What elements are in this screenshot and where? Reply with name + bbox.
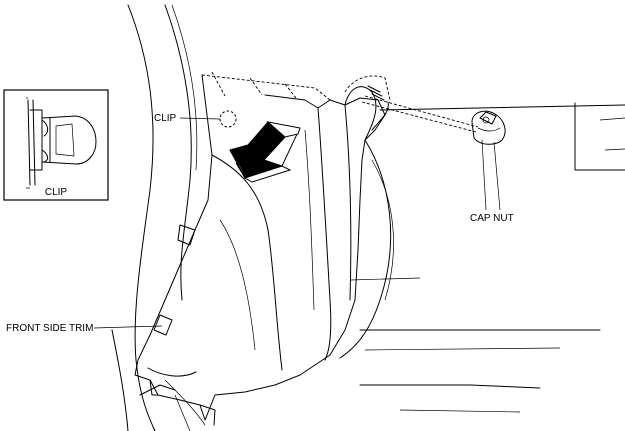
cap-nut-stud-path	[344, 75, 479, 133]
front-side-trim-panel	[134, 71, 389, 426]
clip-location-marker	[219, 110, 237, 128]
label-clip-callout: CLIP	[154, 113, 221, 124]
front-side-trim-label: FRONT SIDE TRIM	[6, 323, 93, 334]
clip-detail-inset	[3, 89, 109, 201]
label-clip-inset: CLIP	[45, 187, 68, 198]
clip-icon	[26, 97, 97, 189]
vehicle-body-outline	[111, 4, 625, 431]
label-front-side-trim: FRONT SIDE TRIM	[6, 323, 163, 334]
clip-inset-label: CLIP	[45, 187, 68, 198]
removal-direction-arrow	[229, 121, 301, 183]
cap-nut	[471, 110, 506, 145]
cap-nut-label: CAP NUT	[470, 213, 514, 224]
clip-callout-label: CLIP	[154, 113, 177, 124]
label-cap-nut: CAP NUT	[470, 139, 514, 224]
